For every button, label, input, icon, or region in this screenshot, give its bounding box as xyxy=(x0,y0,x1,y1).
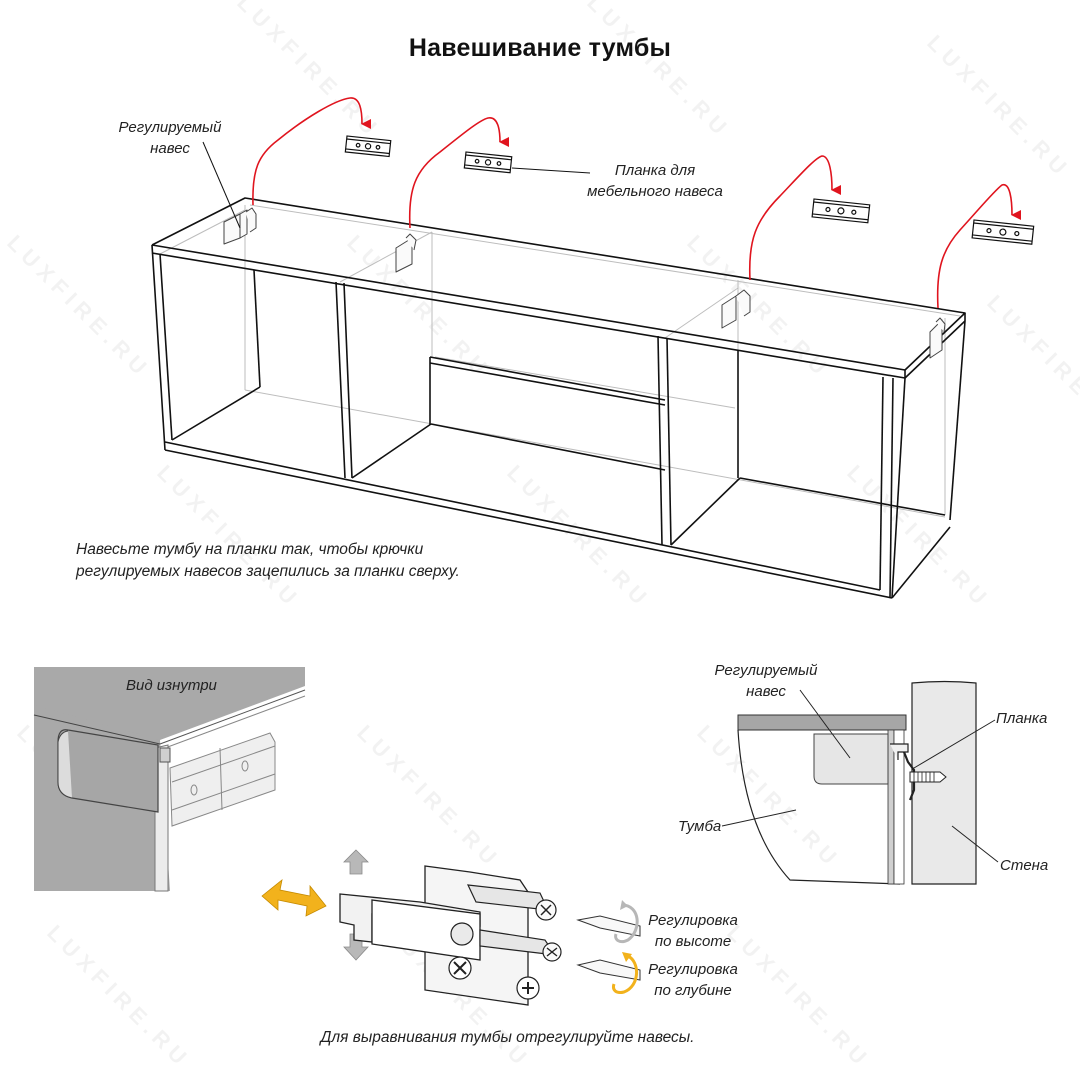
label-depth-adjust: Регулировка по глубине xyxy=(648,961,738,999)
label-furniture-rail: Планка для мебельного навеса xyxy=(587,162,723,200)
label-section-hinge: Регулируемый навес xyxy=(714,662,818,700)
label-section-cabinet: Тумба xyxy=(678,818,722,835)
rail-1 xyxy=(344,135,392,158)
cabinet-wireframe xyxy=(151,197,966,599)
rail-2 xyxy=(463,151,513,174)
hinge-mechanism xyxy=(261,849,641,1006)
section-view xyxy=(721,680,999,885)
up-arrow-icon xyxy=(343,849,369,875)
hang-arrows xyxy=(252,97,1022,309)
rail-4 xyxy=(971,219,1035,245)
leader-hinge xyxy=(202,141,241,229)
label-section-wall: Стена xyxy=(1000,857,1049,874)
page-title: Навешивание тумбы xyxy=(408,34,672,62)
label-inside-view: Вид изнутри xyxy=(126,677,217,694)
leader-rail xyxy=(511,167,591,174)
rail-3 xyxy=(811,198,871,224)
caption-align: Для выравнивания тумбы отрегулируйте нав… xyxy=(320,1029,695,1046)
label-adjustable-hinge: Регулируемый навес xyxy=(118,119,222,157)
inside-view-panel xyxy=(33,667,306,892)
mounting-rails xyxy=(344,135,1035,245)
label-section-rail: Планка xyxy=(996,710,1048,727)
instruction-hang: Навесьте тумбу на планки так, чтобы крюч… xyxy=(76,541,460,580)
label-height-adjust: Регулировка по высоте xyxy=(648,912,738,950)
screwdriver-height-icon xyxy=(576,900,641,944)
screwdriver-depth-icon xyxy=(576,952,641,994)
depth-arrow-icon xyxy=(261,879,327,917)
